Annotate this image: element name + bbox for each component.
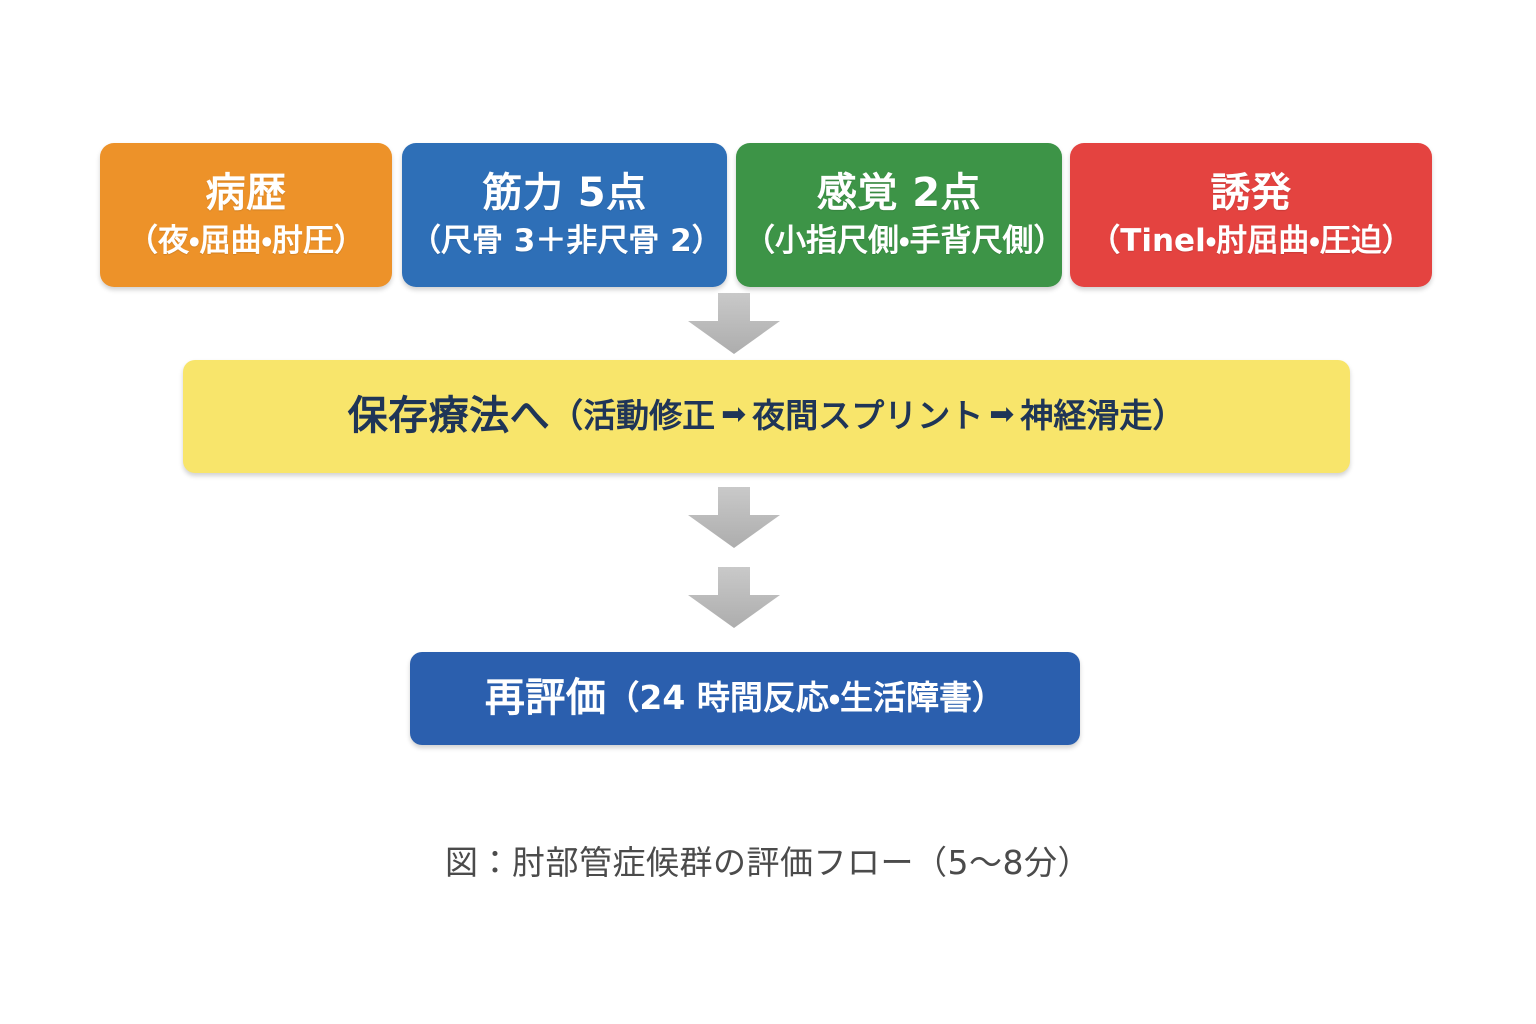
assessment-box-sensory[interactable]: 感覚 2点 （小指尺側・手背尺側） [736,143,1065,287]
conservative-open-paren: （ [550,396,584,436]
down-arrow-icon-2 [682,487,786,549]
assessment-title-history: 病歴 [205,170,287,217]
figure-caption: 図：肘部管症候群の評価フロー（5〜8分） [445,843,1091,882]
down-arrow-icon-1 [682,293,786,355]
conservative-step-2: 夜間スプリント [752,396,984,436]
conservative-close-paren: ） [1152,396,1186,436]
right-arrow-icon-1: ➡ [721,396,747,432]
assessment-detail-provocation: （Tinel・肘屈曲・圧迫） [1089,223,1413,260]
conservative-step-3: 神経滑走 [1020,396,1153,436]
assessment-detail-history: （夜・屈曲・肘圧） [126,223,366,260]
assessment-box-provocation[interactable]: 誘発 （Tinel・肘屈曲・圧迫） [1070,143,1432,287]
assessment-box-history[interactable]: 病歴 （夜・屈曲・肘圧） [100,143,392,287]
conservative-therapy-box[interactable]: 保存療法へ （ 活動修正 ➡ 夜間スプリント ➡ 神経滑走 ） [183,360,1350,473]
conservative-title: 保存療法へ [347,392,551,439]
down-arrow-icon-3 [682,567,786,629]
right-arrow-icon-2: ➡ [989,396,1015,432]
reassessment-title: 再評価 [484,674,607,721]
assessment-box-strength[interactable]: 筋力 5点 （尺骨 3＋非尺骨 2） [402,143,727,287]
assessment-title-provocation: 誘発 [1210,170,1292,217]
assessment-detail-strength: （尺骨 3＋非尺骨 2） [410,223,723,260]
assessment-detail-sensory: （小指尺側・手背尺側） [744,223,1065,260]
reassessment-box[interactable]: 再評価 （24 時間反応・生活障書） [410,652,1080,745]
assessment-title-sensory: 感覚 2点 [816,170,982,217]
reassessment-detail: （24 時間反応・生活障書） [606,678,1006,718]
conservative-step-1: 活動修正 [583,396,716,436]
assessment-title-strength: 筋力 5点 [482,170,647,217]
